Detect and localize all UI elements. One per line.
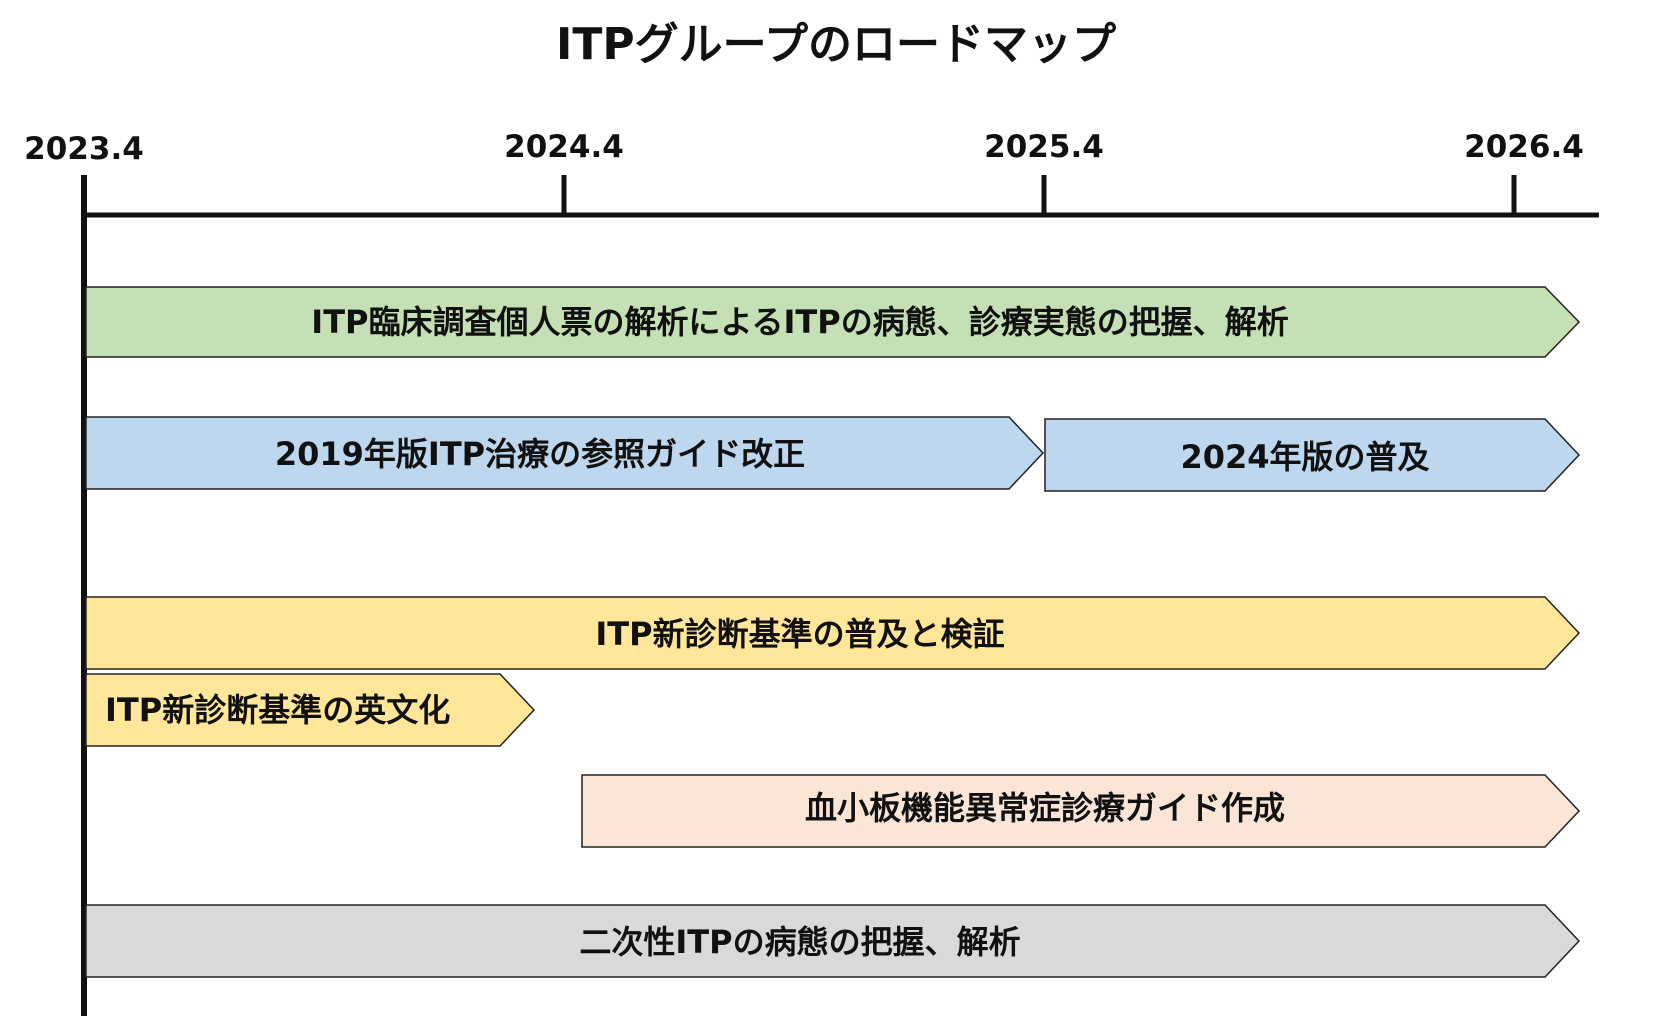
roadmap-bar-itp-registry-analysis: ITP臨床調査個人票の解析によるITPの病態、診療実態の把握、解析 [85, 286, 1581, 358]
bar-label: ITP新診断基準の英文化 [105, 691, 450, 729]
bar-label: 血小板機能異常症診療ガイド作成 [805, 789, 1285, 827]
bar-arrow-shape [581, 774, 1581, 848]
roadmap-bar-diagnostic-criteria-spread: ITP新診断基準の普及と検証 [85, 596, 1581, 670]
bar-label: 2024年版の普及 [1180, 438, 1429, 476]
roadmap-bar-secondary-itp: 二次性ITPの病態の把握、解析 [85, 904, 1581, 978]
timeline-axis: 2023.4 2024.4 2025.4 2026.4 [24, 129, 1599, 1016]
bar-arrow-shape [85, 904, 1581, 978]
bar-label: ITP新診断基準の普及と検証 [595, 615, 1004, 653]
tick-label: 2024.4 [504, 129, 624, 165]
bar-arrow-shape [85, 673, 536, 747]
diagram-title: ITPグループのロードマップ [556, 19, 1116, 70]
roadmap-bars: ITP臨床調査個人票の解析によるITPの病態、診療実態の把握、解析 2019年版… [85, 286, 1581, 978]
tick-label: 2026.4 [1464, 129, 1584, 165]
roadmap-bar-diagnostic-criteria-english: ITP新診断基準の英文化 [85, 673, 536, 747]
roadmap-bar-guide-revision: 2019年版ITP治療の参照ガイド改正 [85, 416, 1045, 490]
bar-arrow-shape [85, 416, 1045, 490]
bar-label: ITP臨床調査個人票の解析によるITPの病態、診療実態の把握、解析 [311, 303, 1288, 341]
roadmap-bar-2024-edition: 2024年版の普及 [1044, 418, 1581, 492]
bar-arrow-shape [85, 286, 1581, 358]
tick-label: 2023.4 [24, 131, 144, 167]
roadmap-bar-platelet-guide: 血小板機能異常症診療ガイド作成 [581, 774, 1581, 848]
bar-arrow-shape [1044, 418, 1581, 492]
bar-label: 2019年版ITP治療の参照ガイド改正 [275, 435, 805, 473]
bar-label: 二次性ITPの病態の把握、解析 [579, 923, 1020, 961]
bar-arrow-shape [85, 596, 1581, 670]
tick-label: 2025.4 [984, 129, 1104, 165]
